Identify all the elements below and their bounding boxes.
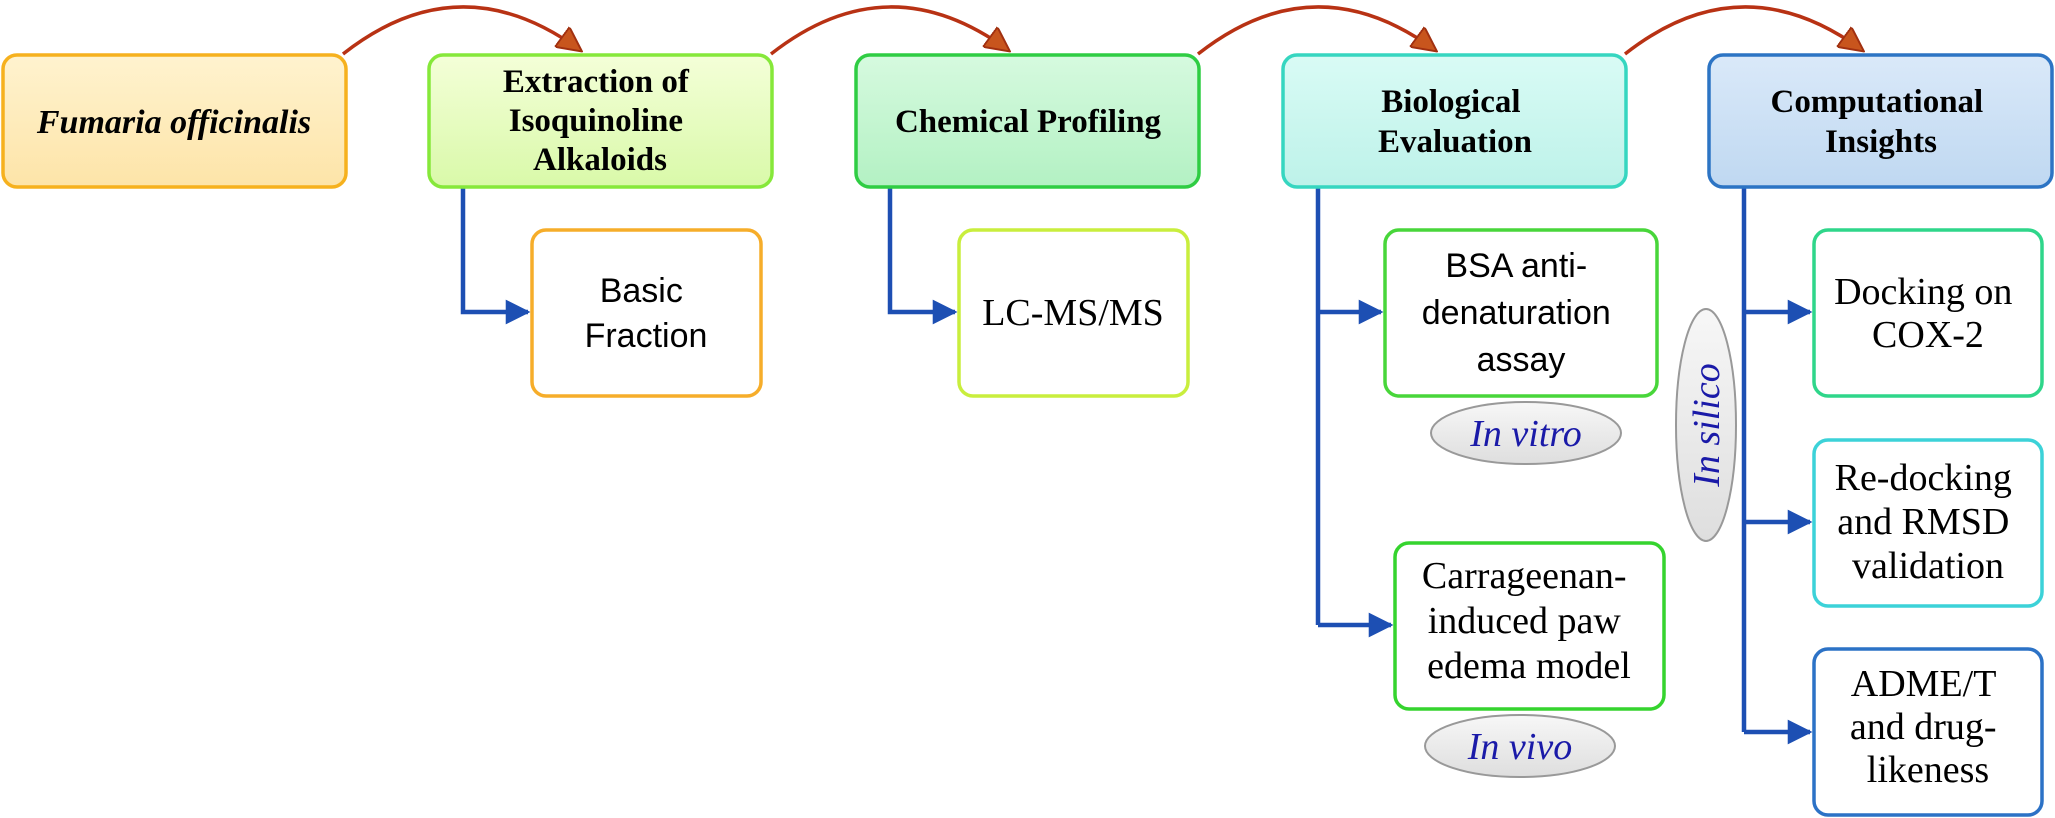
label-in-vitro: In vitro: [1430, 401, 1622, 465]
flow-arrow-plant-to-extraction: [341, 5, 580, 56]
stage-profiling-label: Chemical Profiling: [895, 104, 1162, 140]
connectors: [460, 185, 1813, 745]
sub-carrageenan-label: Carrageenan- induced paw edema model: [1422, 555, 1636, 687]
connector-extraction-basic-fraction: [460, 185, 531, 325]
sub-box-admet: ADME/T and drug- likeness: [1812, 647, 2044, 817]
sub-box-bsa: BSA anti- denaturation assay: [1383, 228, 1659, 398]
flow-arrow-biological-to-computational: [1623, 5, 1862, 56]
stage-box-biological: Biological Evaluation: [1281, 53, 1628, 189]
sub-box-basic-fraction: Basic Fraction: [530, 228, 763, 398]
stage-extraction-label: Extraction of Isoquinoline Alkaloids: [503, 64, 697, 178]
sub-basic-fraction-label: Basic Fraction: [585, 272, 708, 355]
label-in-vivo: In vivo: [1424, 714, 1616, 778]
sub-redocking-label: Re-docking and RMSD validation: [1835, 457, 2022, 587]
flow-arrow-profiling-to-biological: [1196, 5, 1435, 56]
sub-lcms-label: LC-MS/MS: [982, 292, 1164, 334]
sub-admet-label: ADME/T and drug- likeness: [1850, 663, 2006, 791]
flow-arrow-extraction-to-profiling: [769, 5, 1008, 56]
label-in-silico: In silico: [1675, 308, 1737, 542]
sub-docking-label: Docking on COX-2: [1834, 271, 2022, 356]
sub-box-lcms: LC-MS/MS: [957, 228, 1190, 398]
stage-box-profiling: Chemical Profiling: [854, 53, 1201, 189]
sub-bsa-label: BSA anti- denaturation assay: [1422, 247, 1621, 379]
sub-box-docking: Docking on COX-2: [1812, 228, 2044, 398]
flow-arrows: [341, 5, 1862, 56]
sub-box-carrageenan: Carrageenan- induced paw edema model: [1393, 541, 1666, 711]
in-vivo-text: In vivo: [1467, 726, 1572, 768]
in-vitro-text: In vitro: [1469, 413, 1582, 455]
sub-box-redocking: Re-docking and RMSD validation: [1812, 438, 2044, 608]
stage-box-plant: Fumaria officinalis: [1, 53, 348, 189]
stage-computational-label: Computational Insights: [1771, 84, 1992, 160]
stage-box-computational: Computational Insights: [1707, 53, 2054, 189]
connector-profiling-lcms: [887, 185, 958, 325]
in-silico-text: In silico: [1686, 363, 1728, 487]
stage-plant-label: Fumaria officinalis: [36, 104, 311, 141]
stage-biological-label: Biological Evaluation: [1378, 84, 1532, 160]
stage-box-extraction: Extraction of Isoquinoline Alkaloids: [427, 53, 774, 189]
